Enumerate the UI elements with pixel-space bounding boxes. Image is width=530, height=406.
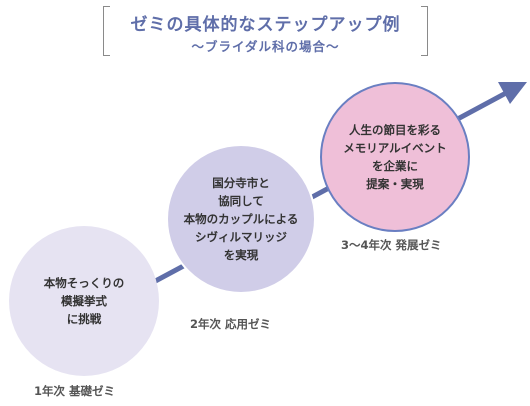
stage-1-circle: 本物そっくりの 模擬挙式 に挑戦: [9, 226, 159, 376]
stage-2-line: 協同して: [218, 194, 264, 208]
stage-2-line: 本物のカップルによる: [183, 212, 299, 226]
title-bracket-right: [421, 6, 428, 56]
stage-3-circle: 人生の節目を彩る メモリアルイベント を企業に 提案・実現: [320, 82, 470, 232]
title-bracket-left: [103, 6, 110, 56]
stage-1-line: 模擬挙式: [61, 294, 107, 308]
diagram-title: ゼミの具体的なステップアップ例: [130, 15, 401, 35]
stage-2-text: 国分寺市と 協同して 本物のカップルによる シヴィルマリッジ を実現: [184, 174, 299, 264]
stage-2-line: 国分寺市と: [212, 176, 270, 190]
stage-3-line: 提案・実現: [366, 177, 424, 191]
stage-3-line: 人生の節目を彩る: [348, 123, 441, 137]
stage-1-label: 1年次 基礎ゼミ: [34, 384, 116, 398]
stage-1-text: 本物そっくりの 模擬挙式 に挑戦: [44, 274, 125, 328]
arrow-head: [498, 82, 527, 104]
stage-1-line: 本物そっくりの: [43, 276, 125, 290]
stage-3-text: 人生の節目を彩る メモリアルイベント を企業に 提案・実現: [343, 121, 446, 193]
stage-2-line: を実現: [223, 248, 259, 262]
stage-2-label: 2年次 応用ゼミ: [190, 317, 272, 331]
stage-3-label: 3～4年次 発展ゼミ: [341, 238, 442, 252]
title-frame: ゼミの具体的なステップアップ例 ～ブライダル科の場合～: [103, 6, 428, 56]
diagram-subtitle: ～ブライダル科の場合～: [191, 39, 340, 54]
stage-1-line: に挑戦: [66, 312, 102, 326]
stage-2-circle: 国分寺市と 協同して 本物のカップルによる シヴィルマリッジ を実現: [166, 144, 316, 294]
stage-3-line: を企業に: [371, 159, 418, 173]
stage-2-line: シヴィルマリッジ: [195, 230, 287, 244]
stage-3-line: メモリアルイベント: [343, 141, 447, 155]
